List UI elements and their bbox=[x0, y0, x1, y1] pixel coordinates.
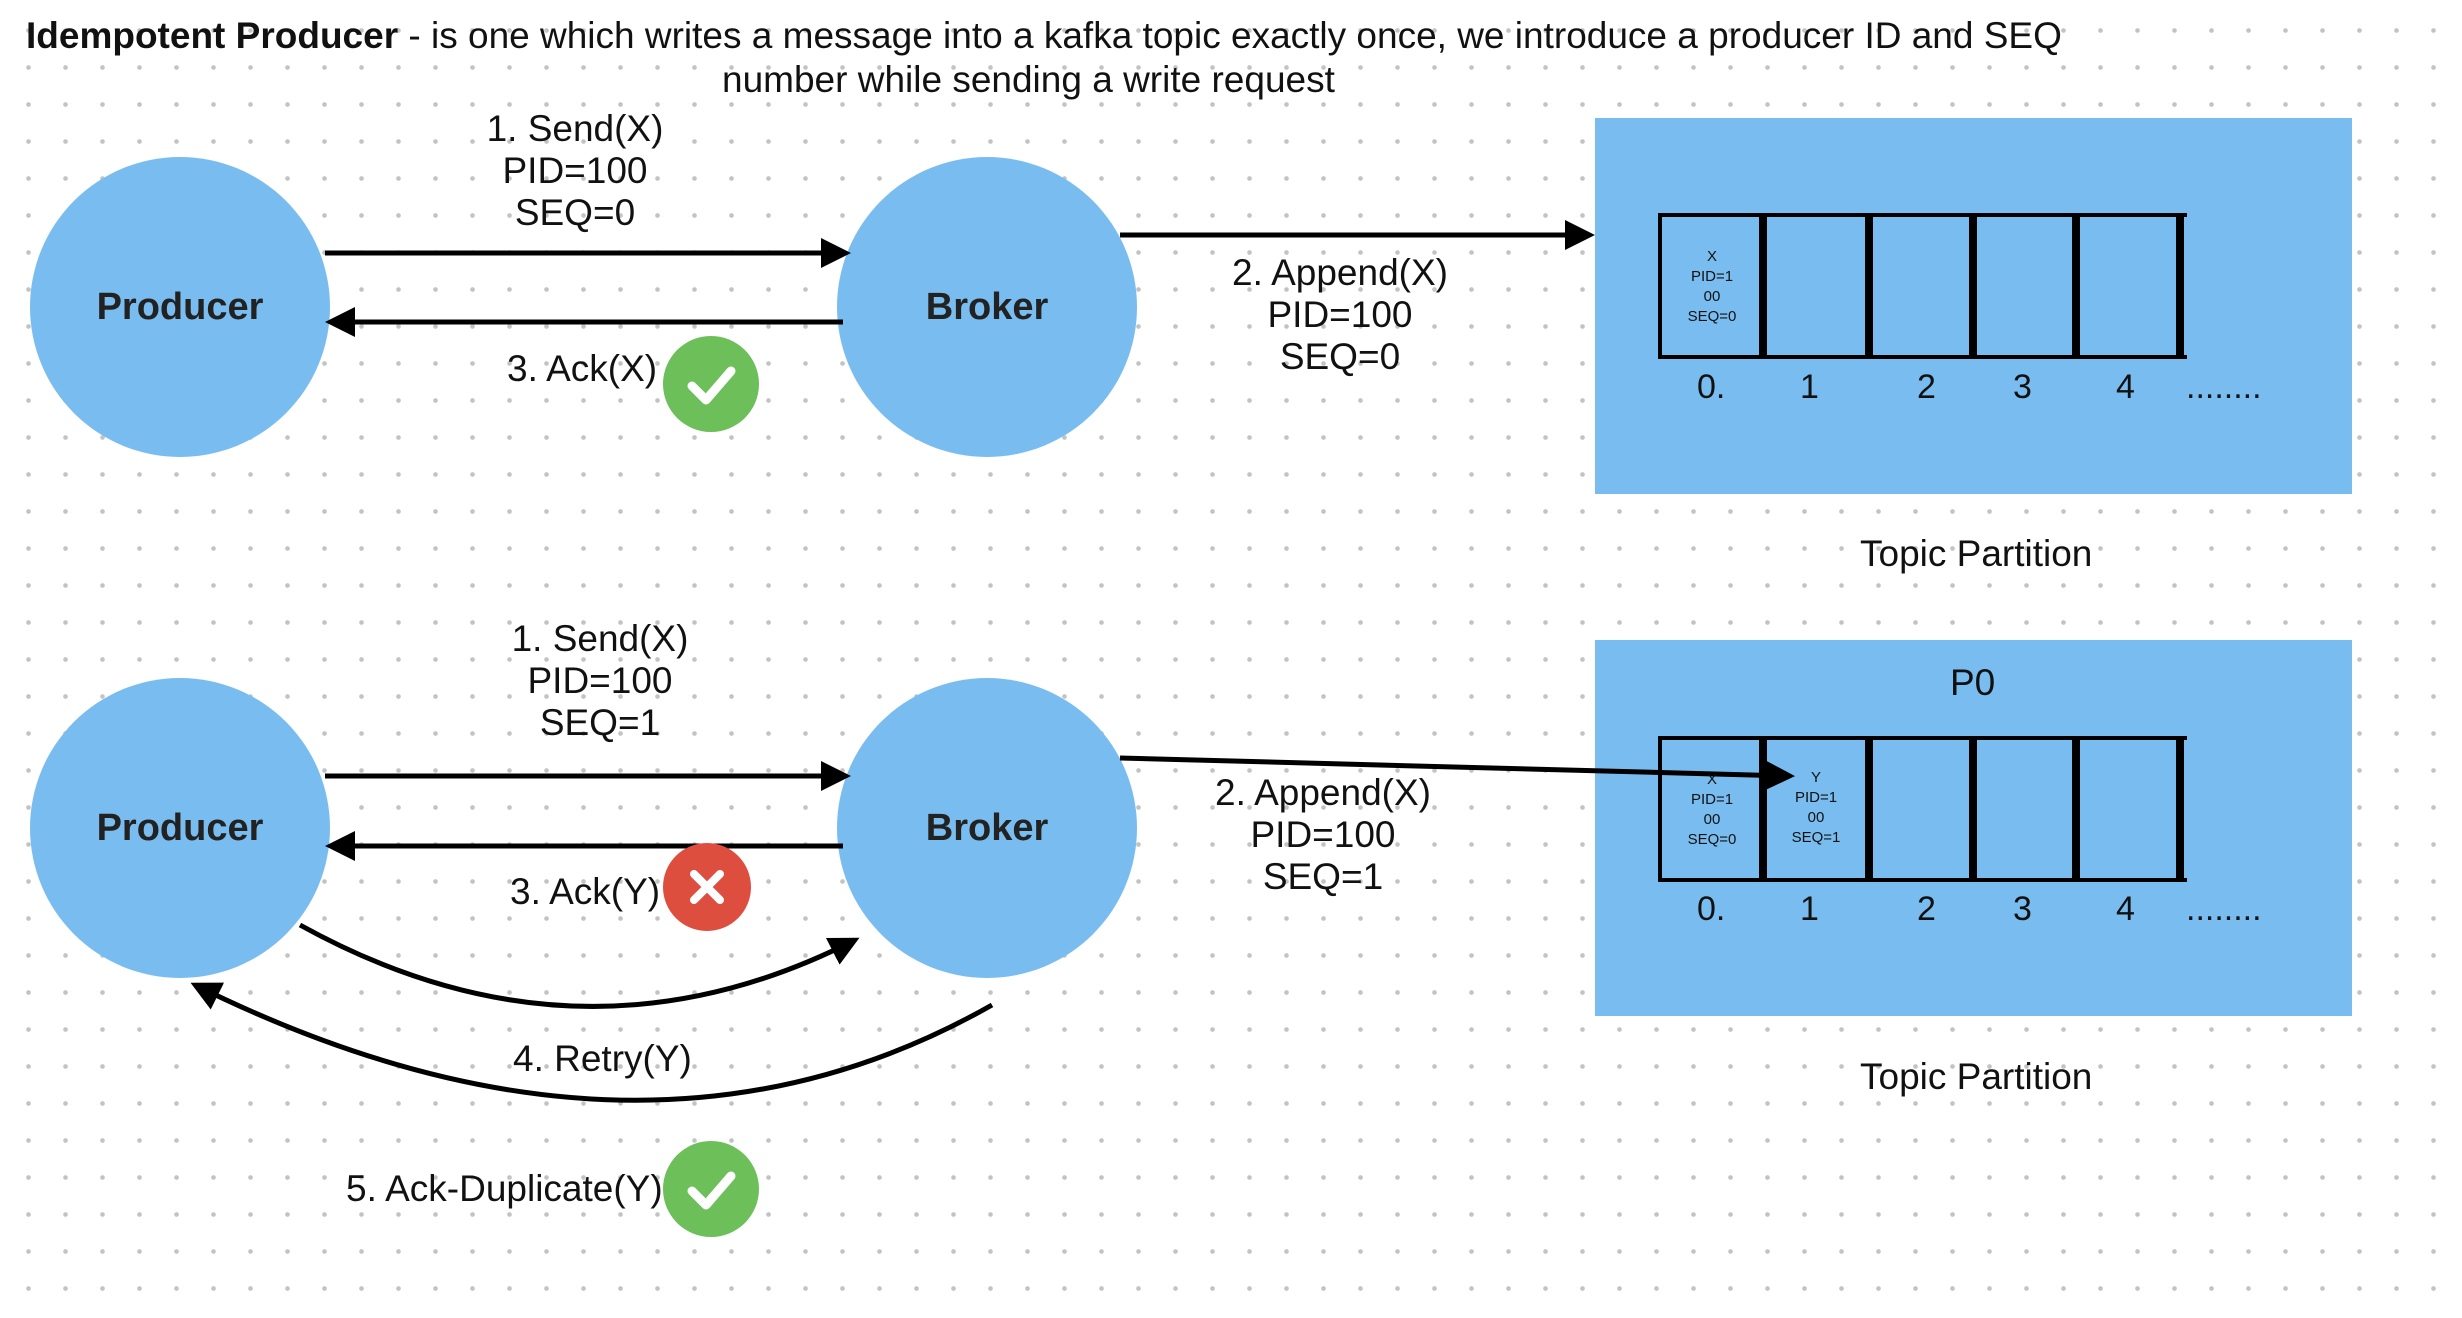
title-description: - is one which writes a message into a k… bbox=[398, 15, 2062, 56]
broker-node-top: Broker bbox=[837, 157, 1137, 457]
ack-label-top: 3. Ack(X) bbox=[507, 348, 658, 389]
check-icon bbox=[663, 336, 759, 432]
offset-4: 4 bbox=[2116, 368, 2135, 406]
title-bold: Idempotent Producer bbox=[26, 15, 399, 56]
check-icon bbox=[663, 1141, 759, 1237]
offset-1: 1 bbox=[1800, 890, 1819, 928]
append-arrow-bottom bbox=[1119, 755, 1795, 791]
offset-ellipsis: ........ bbox=[2186, 368, 2262, 406]
page-title: Idempotent Producer - is one which write… bbox=[26, 14, 2062, 58]
retry-label: 4. Retry(Y) bbox=[513, 1038, 692, 1079]
ack-duplicate-label: 5. Ack-Duplicate(Y) bbox=[346, 1168, 663, 1209]
offset-ellipsis: ........ bbox=[2186, 890, 2262, 928]
ack-label-bottom: 3. Ack(Y) bbox=[510, 871, 661, 912]
cross-icon bbox=[663, 843, 751, 931]
partition-title-p0: P0 bbox=[1950, 662, 1996, 703]
title-description-line2: number while sending a write request bbox=[722, 59, 1335, 100]
partition-cells-top bbox=[1658, 213, 2187, 359]
ack-duplicate-arrow bbox=[190, 982, 994, 1103]
broker-node-bottom: Broker bbox=[837, 678, 1137, 978]
offset-0: 0. bbox=[1697, 368, 1726, 406]
retry-arrow bbox=[298, 922, 860, 1009]
offset-2: 2 bbox=[1917, 890, 1936, 928]
topic-partition-label-bottom: Topic Partition bbox=[1860, 1056, 2093, 1097]
offset-2: 2 bbox=[1917, 368, 1936, 406]
partition-cells-bottom bbox=[1658, 736, 2187, 882]
offset-3: 3 bbox=[2013, 368, 2032, 406]
topic-partition-label-top: Topic Partition bbox=[1860, 533, 2093, 574]
offset-4: 4 bbox=[2116, 890, 2135, 928]
offset-0: 0. bbox=[1697, 890, 1726, 928]
producer-node-top: Producer bbox=[30, 157, 330, 457]
producer-node-bottom: Producer bbox=[30, 678, 330, 978]
offset-1: 1 bbox=[1800, 368, 1819, 406]
offset-3: 3 bbox=[2013, 890, 2032, 928]
